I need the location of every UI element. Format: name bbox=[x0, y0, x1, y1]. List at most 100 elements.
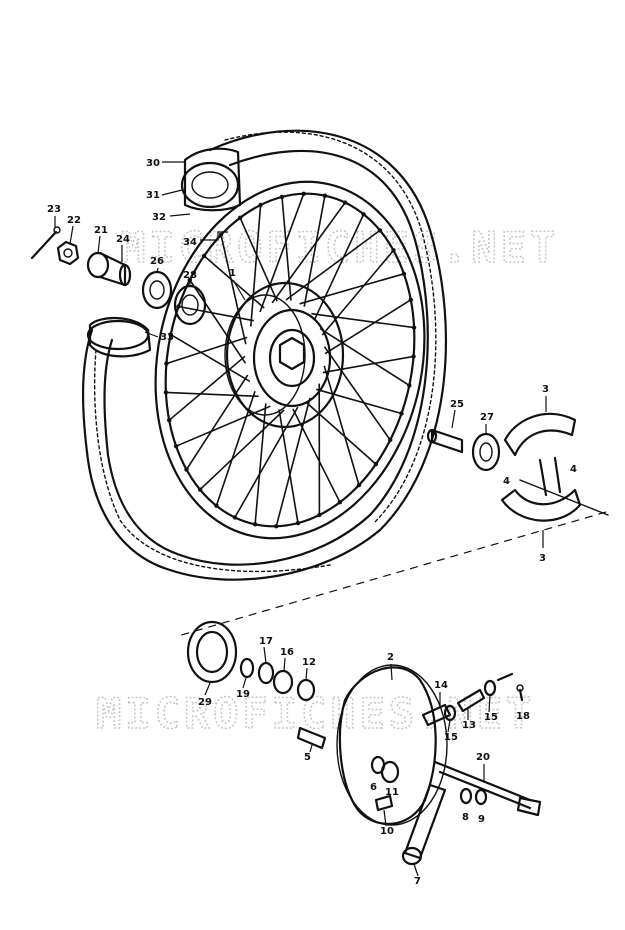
callout-24: 24 bbox=[116, 234, 130, 245]
spoke bbox=[315, 388, 402, 415]
spoke-nipple bbox=[258, 202, 263, 208]
spoke-nipple bbox=[408, 297, 413, 302]
spoke bbox=[215, 391, 256, 506]
callout-23: 23 bbox=[47, 204, 61, 215]
callout-10: 10 bbox=[380, 826, 394, 837]
leader-lines bbox=[54, 161, 547, 877]
callout-18: 18 bbox=[516, 711, 530, 722]
spoke bbox=[305, 401, 377, 465]
spoke bbox=[178, 305, 254, 322]
spoke-nipple bbox=[377, 228, 383, 233]
callout-17: 17 bbox=[259, 636, 273, 647]
callout-29: 29 bbox=[198, 697, 212, 708]
callout-20: 20 bbox=[476, 752, 490, 763]
spoke-nipple bbox=[279, 194, 285, 200]
spoke bbox=[239, 217, 278, 302]
spoke-nipple bbox=[337, 500, 343, 505]
spoke-nipple bbox=[163, 390, 169, 395]
spoke bbox=[250, 204, 262, 327]
spoke-nipple bbox=[201, 253, 207, 259]
spoke-nipple bbox=[164, 361, 169, 366]
spoke bbox=[189, 279, 247, 364]
callout-1: 1 bbox=[229, 268, 236, 279]
spoke bbox=[259, 193, 305, 313]
spoke-nipple bbox=[237, 215, 243, 220]
callout-11: 11 bbox=[385, 787, 399, 798]
callout-15-left: 15 bbox=[444, 732, 458, 743]
callout-21: 21 bbox=[94, 225, 108, 236]
spoke bbox=[234, 406, 299, 518]
spoke-nipple bbox=[361, 212, 366, 217]
spoke bbox=[311, 312, 415, 329]
callout-7: 7 bbox=[414, 876, 421, 887]
spoke-nipple bbox=[356, 482, 362, 488]
spoke-nipple bbox=[295, 520, 301, 526]
spoke-nipple bbox=[411, 354, 416, 359]
spoke-nipple bbox=[187, 277, 192, 283]
callout-13: 13 bbox=[462, 720, 476, 731]
callout-27: 27 bbox=[480, 412, 494, 423]
callout-12: 12 bbox=[302, 657, 316, 668]
callout-2: 2 bbox=[387, 652, 394, 663]
spokes bbox=[163, 191, 417, 529]
spoke-nipple bbox=[407, 383, 412, 388]
watermark-top: MICROFICHES.NET bbox=[120, 223, 559, 272]
spoke-nipple bbox=[184, 467, 189, 472]
spoke bbox=[323, 365, 360, 486]
spoke bbox=[170, 333, 251, 383]
spoke bbox=[165, 391, 259, 398]
alignment-line bbox=[177, 511, 607, 637]
spoke-nipple bbox=[322, 193, 328, 198]
spoke-nipple bbox=[388, 437, 393, 443]
spoke bbox=[319, 327, 410, 387]
spoke-nipple bbox=[317, 512, 322, 518]
callout-6: 6 bbox=[370, 782, 377, 793]
spoke-nipple bbox=[168, 332, 173, 337]
spoke-nipple bbox=[167, 418, 172, 423]
spoke-nipple bbox=[401, 271, 407, 276]
callout-31: 31 bbox=[146, 190, 160, 201]
spoke-nipple bbox=[176, 304, 181, 309]
spoke-nipple bbox=[173, 444, 179, 449]
callout-33: 33 bbox=[160, 332, 174, 343]
spoke bbox=[220, 234, 247, 345]
callout-22: 22 bbox=[67, 215, 81, 226]
callout-5: 5 bbox=[304, 752, 311, 763]
spoke-nipple bbox=[274, 524, 279, 529]
spoke-nipple bbox=[342, 200, 348, 205]
callout-15-right: 15 bbox=[484, 712, 498, 723]
spoke bbox=[322, 355, 414, 374]
spoke bbox=[299, 273, 405, 305]
spoke bbox=[166, 336, 248, 365]
callout-9: 9 bbox=[478, 814, 485, 825]
callout-25: 25 bbox=[450, 399, 464, 410]
spoke bbox=[278, 409, 299, 524]
spoke-nipple bbox=[214, 503, 219, 508]
spoke bbox=[275, 397, 311, 527]
spoke-nipple bbox=[197, 487, 203, 492]
callout-32: 32 bbox=[152, 212, 166, 223]
spoke bbox=[271, 202, 346, 304]
spoke-nipple bbox=[411, 325, 417, 330]
callout-3-top: 3 bbox=[542, 384, 549, 395]
spoke bbox=[168, 355, 246, 421]
spoke-nipple bbox=[391, 248, 396, 253]
hub bbox=[224, 281, 345, 429]
spoke bbox=[185, 374, 249, 471]
spoke bbox=[292, 408, 341, 503]
spoke-nipple bbox=[399, 411, 404, 416]
callout-19: 19 bbox=[236, 689, 250, 700]
spoke bbox=[324, 299, 412, 355]
spoke-nipple bbox=[252, 522, 258, 527]
brake-shoe-group bbox=[426, 412, 609, 522]
callout-28: 28 bbox=[183, 270, 197, 281]
callout-26: 26 bbox=[150, 256, 164, 267]
spoke-nipple bbox=[218, 232, 224, 238]
callout-3-bottom: 3 bbox=[539, 553, 546, 564]
spoke-nipple bbox=[232, 515, 238, 520]
spoke bbox=[285, 229, 381, 301]
part-callouts: 30 31 32 34 23 22 21 24 26 28 1 33 25 27… bbox=[47, 158, 577, 887]
callout-4-right: 4 bbox=[570, 464, 577, 475]
callout-16: 16 bbox=[280, 647, 294, 658]
